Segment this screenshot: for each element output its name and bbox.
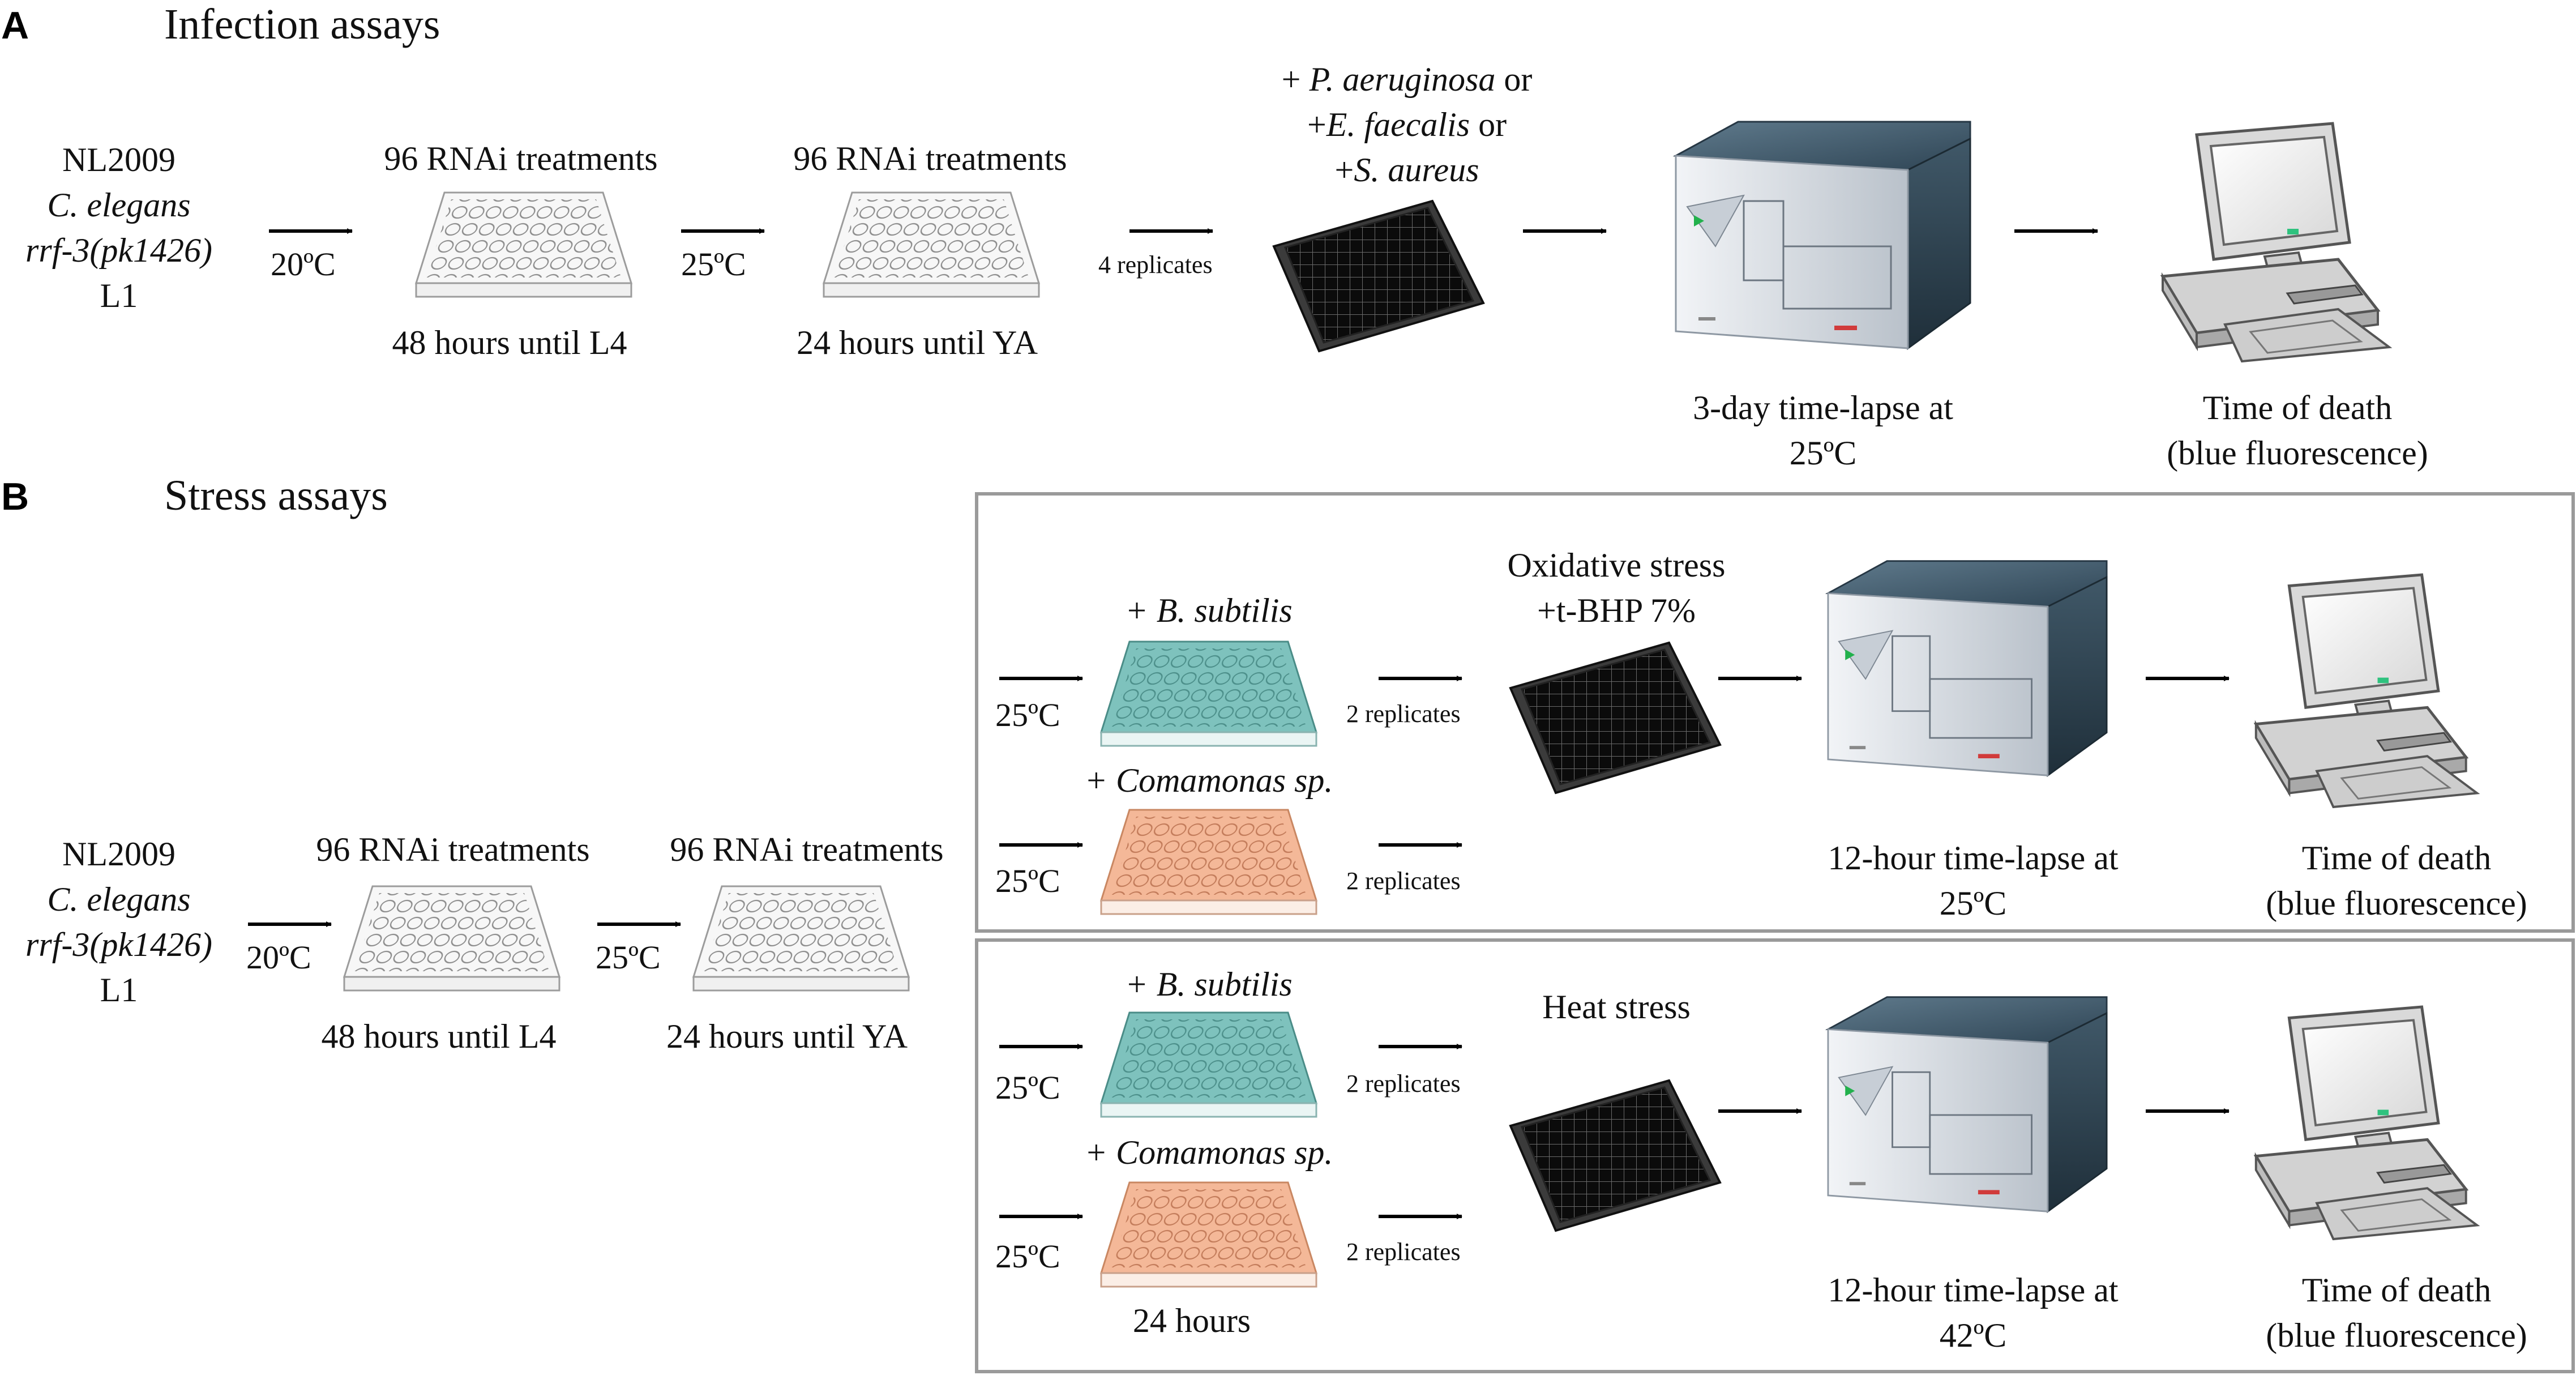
bsub-label-ox: + B. subtilis: [1125, 592, 1293, 629]
oxidative-box-border: [975, 492, 2575, 933]
panel-a: A Infection assays NL2009 C. elegans rrf…: [1, 1, 2428, 472]
temp-heat-coma: 25ºC: [995, 1238, 1060, 1275]
strain-name: NL2009: [62, 141, 176, 178]
plate-a2: [823, 191, 1040, 298]
oxidative-stress-box: + B. subtilis 25ºC 2 replicates + Comamo…: [975, 492, 2575, 933]
step-b1-caption: 48 hours until L4: [322, 1018, 557, 1055]
heat-stress-box: + B. subtilis 25ºC 2 replicates + Comamo…: [975, 938, 2575, 1373]
computer-heat-caption-1: Time of death: [2302, 1271, 2491, 1309]
panel-a-letter: A: [1, 4, 29, 47]
temp-b1: 20ºC: [246, 939, 311, 976]
strain-genotype: rrf-3(pk1426): [25, 926, 212, 963]
computer-ox: [2256, 575, 2477, 807]
bsub-label-heat: + B. subtilis: [1125, 966, 1293, 1003]
temp-ox-coma: 25ºC: [995, 862, 1060, 899]
plate-b2: [692, 885, 910, 992]
strain-species: C. elegans: [47, 186, 190, 224]
reader-ox-caption-1: 12-hour time-lapse at: [1828, 839, 2118, 877]
plate-heat-black: [1509, 1079, 1721, 1232]
temp-ox-bsub: 25ºC: [995, 697, 1060, 733]
pathogen-3: +S. aureus: [1335, 151, 1479, 189]
comamonas-label-ox: + Comamonas sp.: [1085, 762, 1333, 799]
pathogen-2: +E. faecalis or: [1307, 106, 1507, 143]
replicates-ox-1: 2 replicates: [1346, 700, 1461, 728]
strain-name: NL2009: [62, 835, 176, 873]
panel-b-letter: B: [1, 475, 29, 518]
panel-b-strain: NL2009 C. elegans rrf-3(pk1426) L1: [25, 835, 212, 1009]
computer-a: [2163, 123, 2389, 361]
plate-a-black: [1273, 200, 1484, 352]
panel-b-title: Stress assays: [164, 472, 388, 519]
temp-a2: 25ºC: [681, 246, 746, 283]
plate-reader-ox: [1827, 560, 2108, 776]
step-a1-label: 96 RNAi treatments: [384, 140, 657, 177]
oxidative-title-2: +t-BHP 7%: [1537, 592, 1696, 629]
computer-heat-caption-2: (blue fluorescence): [2266, 1317, 2527, 1354]
heat-plate-caption: 24 hours: [1133, 1302, 1251, 1339]
step-b1-label: 96 RNAi treatments: [316, 831, 589, 868]
step-b2-caption: 24 hours until YA: [666, 1018, 908, 1055]
temp-b2: 25ºC: [596, 939, 661, 976]
strain-stage: L1: [100, 971, 138, 1009]
step-b2-label: 96 RNAi treatments: [670, 831, 943, 868]
temp-a1: 20ºC: [271, 246, 336, 283]
step-a1-caption: 48 hours until L4: [392, 324, 627, 361]
step-a2-label: 96 RNAi treatments: [793, 140, 1067, 177]
plate-ox-bsub: [1100, 640, 1317, 747]
strain-species: C. elegans: [47, 881, 190, 918]
plate-heat-coma: [1100, 1181, 1317, 1288]
plate-b1: [343, 885, 560, 992]
panel-a-title: Infection assays: [164, 1, 440, 48]
reader-heat-caption-1: 12-hour time-lapse at: [1828, 1271, 2118, 1309]
step-a2-caption: 24 hours until YA: [797, 324, 1038, 361]
strain-genotype: rrf-3(pk1426): [25, 232, 212, 269]
computer-ox-caption-1: Time of death: [2302, 839, 2491, 877]
reader-heat-caption-2: 42ºC: [1940, 1317, 2007, 1354]
comamonas-label-heat: + Comamonas sp.: [1085, 1134, 1333, 1171]
plate-ox-black: [1509, 642, 1721, 794]
replicates-heat-2: 2 replicates: [1346, 1238, 1461, 1266]
pathogen-list: + P. aeruginosa or +E. faecalis or +S. a…: [1282, 61, 1533, 189]
panel-a-strain: NL2009 C. elegans rrf-3(pk1426) L1: [25, 141, 212, 314]
replicates-a: 4 replicates: [1098, 251, 1213, 279]
plate-heat-bsub: [1100, 1011, 1317, 1118]
reader-a-caption-2: 25ºC: [1790, 434, 1857, 472]
oxidative-title-1: Oxidative stress: [1508, 546, 1726, 584]
pathogen-1: + P. aeruginosa or: [1282, 61, 1533, 98]
computer-heat: [2256, 1007, 2477, 1239]
reader-ox-caption-2: 25ºC: [1940, 885, 2007, 922]
computer-ox-caption-2: (blue fluorescence): [2266, 885, 2527, 922]
computer-a-caption-2: (blue fluorescence): [2167, 434, 2428, 472]
plate-ox-coma: [1100, 809, 1317, 915]
temp-heat-bsub: 25ºC: [995, 1069, 1060, 1106]
replicates-heat-1: 2 replicates: [1346, 1070, 1461, 1098]
plate-reader-a: [1675, 121, 1971, 349]
replicates-ox-2: 2 replicates: [1346, 867, 1461, 895]
reader-a-caption-1: 3-day time-lapse at: [1693, 389, 1953, 426]
heat-title: Heat stress: [1542, 988, 1691, 1026]
plate-reader-heat: [1827, 996, 2108, 1212]
panel-b: B Stress assays NL2009 C. elegans rrf-3(…: [1, 472, 2575, 1373]
plate-a1: [415, 191, 632, 298]
heat-box-border: [975, 938, 2575, 1373]
computer-a-caption-1: Time of death: [2203, 389, 2392, 426]
strain-stage: L1: [100, 277, 138, 314]
